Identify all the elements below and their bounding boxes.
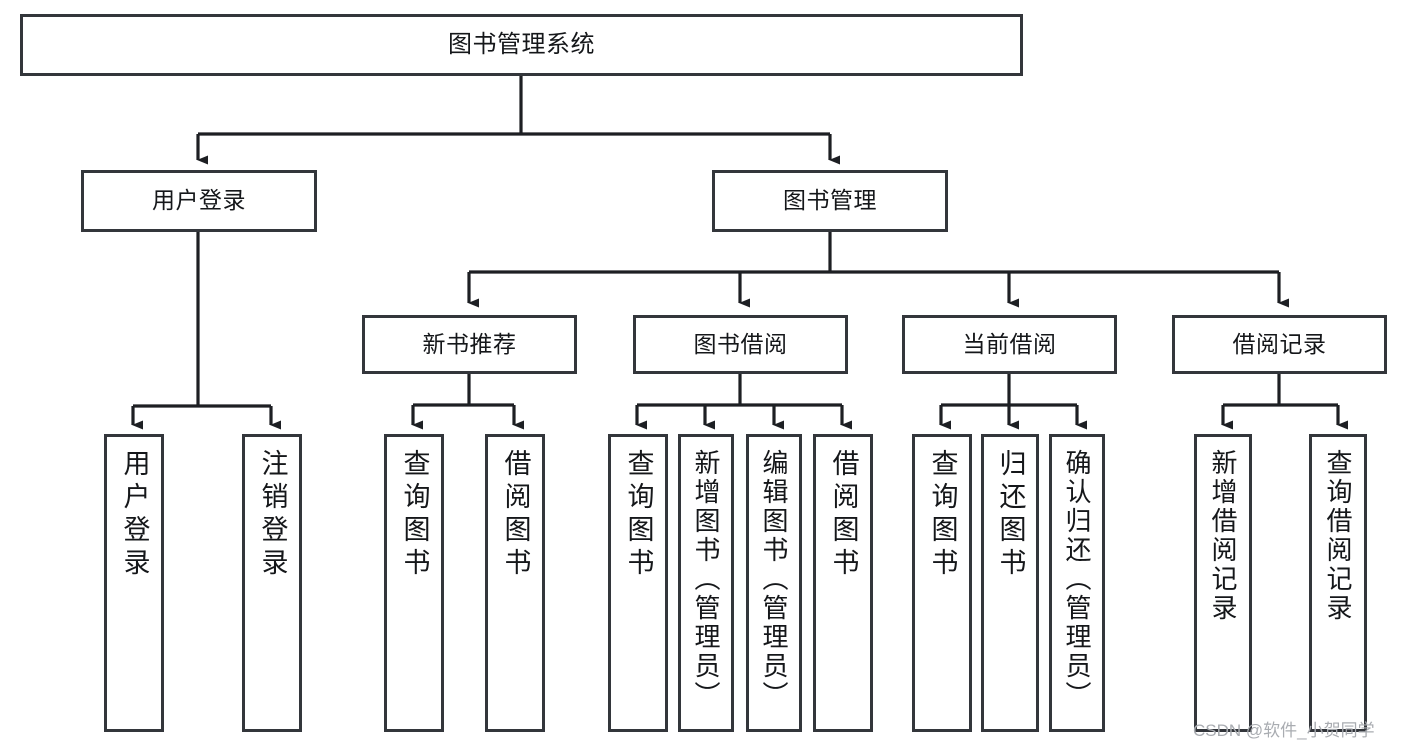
node-leaf-edit-book[interactable]: 编辑图书（管理员） — [746, 434, 802, 732]
node-leaf-return-book[interactable]: 归还图书 — [981, 434, 1039, 732]
node-leaf-logout[interactable]: 注销登录 — [242, 434, 302, 732]
node-leaf-borrow-book-2[interactable]: 借阅图书 — [813, 434, 873, 732]
node-root[interactable]: 图书管理系统 — [20, 14, 1023, 76]
node-leaf-query-book-1-label: 查询图书 — [399, 449, 430, 581]
node-leaf-add-book[interactable]: 新增图书（管理员） — [678, 434, 734, 732]
node-new-book-rec-label: 新书推荐 — [422, 330, 517, 357]
node-leaf-confirm-return[interactable]: 确认归还（管理员） — [1049, 434, 1105, 732]
node-leaf-query-record-label: 查询借阅记录 — [1323, 449, 1353, 623]
node-current-borrow[interactable]: 当前借阅 — [902, 315, 1117, 374]
node-book-borrow-label: 图书借阅 — [693, 330, 788, 357]
node-book-manage[interactable]: 图书管理 — [712, 170, 948, 232]
node-borrow-record[interactable]: 借阅记录 — [1172, 315, 1387, 374]
node-leaf-query-book-3-label: 查询图书 — [927, 449, 958, 581]
node-leaf-add-book-label: 新增图书（管理员） — [691, 449, 721, 710]
node-current-borrow-label: 当前借阅 — [962, 330, 1057, 357]
node-leaf-query-book-1[interactable]: 查询图书 — [384, 434, 444, 732]
node-root-label: 图书管理系统 — [448, 30, 595, 58]
node-user-login-label: 用户登录 — [152, 187, 246, 214]
node-leaf-add-record-label: 新增借阅记录 — [1208, 449, 1238, 623]
node-new-book-rec[interactable]: 新书推荐 — [362, 315, 577, 374]
node-user-login[interactable]: 用户登录 — [81, 170, 317, 232]
csdn-watermark: CSDN @软件_小贺同学 — [1193, 721, 1375, 740]
node-leaf-return-book-label: 归还图书 — [995, 449, 1026, 581]
node-leaf-logout-label: 注销登录 — [257, 449, 288, 581]
node-leaf-add-record[interactable]: 新增借阅记录 — [1194, 434, 1252, 732]
node-book-borrow[interactable]: 图书借阅 — [633, 315, 848, 374]
node-leaf-borrow-book-1[interactable]: 借阅图书 — [485, 434, 545, 732]
node-leaf-user-login[interactable]: 用户登录 — [104, 434, 164, 732]
node-book-manage-label: 图书管理 — [783, 187, 877, 214]
node-leaf-borrow-book-2-label: 借阅图书 — [828, 449, 859, 581]
node-leaf-user-login-label: 用户登录 — [119, 449, 150, 581]
node-leaf-query-book-3[interactable]: 查询图书 — [912, 434, 972, 732]
node-leaf-query-record[interactable]: 查询借阅记录 — [1309, 434, 1367, 732]
node-leaf-confirm-return-label: 确认归还（管理员） — [1062, 449, 1092, 710]
node-leaf-borrow-book-1-label: 借阅图书 — [500, 449, 531, 581]
node-borrow-record-label: 借阅记录 — [1232, 330, 1327, 357]
node-leaf-edit-book-label: 编辑图书（管理员） — [759, 449, 789, 710]
node-leaf-query-book-2[interactable]: 查询图书 — [608, 434, 668, 732]
node-leaf-query-book-2-label: 查询图书 — [623, 449, 654, 581]
